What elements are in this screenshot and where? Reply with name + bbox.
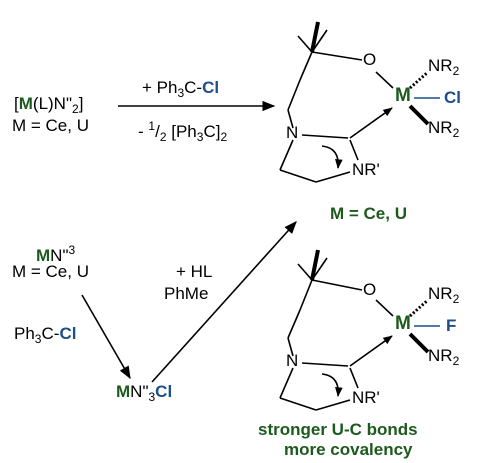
bottom-caption-line2: more covalency <box>284 440 413 459</box>
bottom-nr-label: NR' <box>352 388 380 407</box>
bottom-intermediate: MN"3Cl <box>116 382 173 404</box>
bottom-metal-label: M <box>395 313 411 334</box>
top-oxygen-label: O <box>363 50 377 69</box>
bottom-nr2-lower: NR2 <box>428 346 460 368</box>
down-arrow-to-intermediate <box>81 294 131 380</box>
top-nr2-upper: NR2 <box>428 56 460 78</box>
bottom-reagent: Ph3C-Cl <box>14 324 77 346</box>
bottom-caption-line1: stronger U-C bonds <box>258 420 418 439</box>
top-reagent: + Ph3C-Cl <box>142 78 220 100</box>
top-nitrogen-label: N <box>286 123 299 142</box>
bottom-nitrogen-label: N <box>286 351 299 370</box>
top-metals-line: M = Ce, U <box>12 116 89 135</box>
top-nr-label: NR' <box>352 160 380 179</box>
top-halide-label: Cl <box>444 88 461 107</box>
bottom-oxygen-label: O <box>363 280 377 299</box>
top-reactant-metal: M <box>18 94 33 113</box>
top-byproduct: - 1/2 [Ph3C]2 <box>138 119 228 144</box>
top-product-caption: M = Ce, U <box>330 204 407 223</box>
top-nr2-lower: NR2 <box>428 118 460 140</box>
bottom-conditions-2: PhMe <box>164 284 209 303</box>
top-metal-label: M <box>395 85 411 106</box>
bottom-start-compound: MN"3 <box>36 243 76 265</box>
top-reactant: [M(L)N"2] <box>14 94 84 116</box>
top-product-structure <box>279 21 430 183</box>
bottom-product-structure <box>279 249 430 411</box>
bottom-halide-label: F <box>446 316 457 335</box>
bottom-nr2-upper: NR2 <box>428 284 460 306</box>
bottom-metals-line: M = Ce, U <box>12 262 89 281</box>
bottom-conditions-1: + HL <box>176 262 213 281</box>
up-arrow-to-top-product <box>151 221 297 383</box>
